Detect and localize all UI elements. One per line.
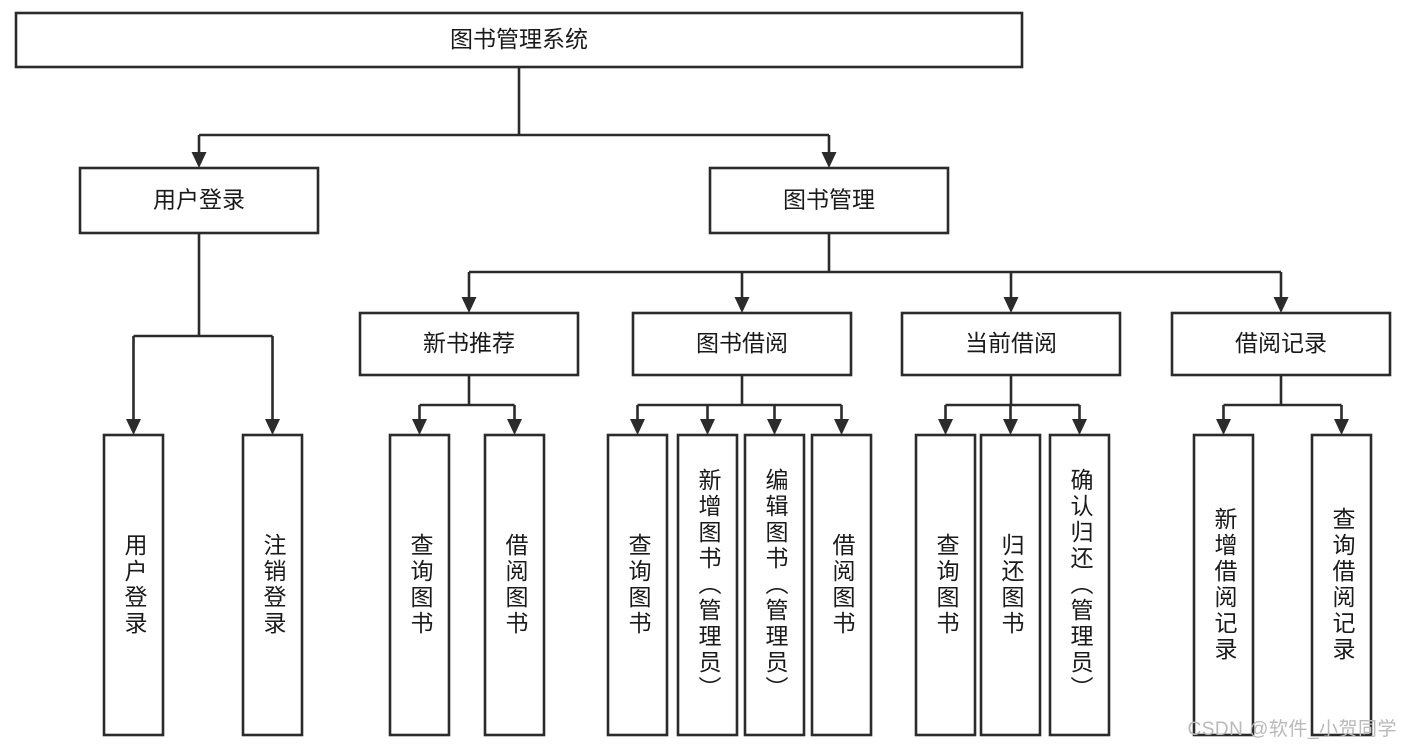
node-level2-4-label: 借阅记录 [1235,330,1327,356]
node-leaf-8[interactable] [810,433,873,737]
node-leaf-13[interactable] [1310,433,1373,737]
node-level1-1[interactable] [78,166,320,235]
node-level2-2-label: 图书借阅 [696,330,788,356]
arrow-head-icon [265,419,280,435]
node-leaf-3[interactable] [388,433,451,737]
arrow-head-icon [700,419,715,435]
arrow-head-icon [821,152,837,168]
node-level2-1[interactable] [358,311,580,377]
node-leaf-1[interactable] [102,433,165,737]
node-leaf-2[interactable] [241,433,304,737]
node-level2-1-label: 新书推荐 [423,330,515,356]
node-leaf-5[interactable] [606,433,669,737]
node-level2-4[interactable] [1170,311,1392,377]
arrow-head-icon [507,419,522,435]
node-root-system[interactable] [14,11,1024,69]
edges-layer [126,67,1349,435]
arrow-head-icon [734,297,750,313]
arrow-head-icon [461,297,477,313]
node-level2-3-label: 当前借阅 [965,330,1057,356]
arrow-head-icon [1072,419,1087,435]
arrow-head-icon [1334,419,1349,435]
node-root-system-label: 图书管理系统 [450,26,588,52]
arrow-head-icon [1216,419,1231,435]
arrow-head-icon [834,419,849,435]
arrow-head-icon [1003,297,1019,313]
node-leaf-4[interactable] [483,433,546,737]
node-level1-2-label: 图书管理 [783,187,875,213]
node-leaf-10[interactable] [979,433,1042,737]
arrow-head-icon [767,419,782,435]
node-leaf-6[interactable] [676,433,739,737]
node-leaf-7[interactable] [743,433,806,737]
arrow-head-icon [630,419,645,435]
node-level1-2[interactable] [708,166,950,235]
arrow-head-icon [126,419,141,435]
arrow-head-icon [191,152,207,168]
arrow-head-icon [938,419,953,435]
node-leaf-11[interactable] [1048,433,1111,737]
node-leaf-9[interactable] [914,433,977,737]
node-level2-3[interactable] [900,311,1122,377]
watermark: CSDN @软件_小贺同学 [1187,719,1397,740]
node-level2-2[interactable] [631,311,853,377]
node-leaf-12[interactable] [1192,433,1255,737]
arrow-head-icon [1003,419,1018,435]
arrow-head-icon [1273,297,1289,313]
arrow-head-icon [412,419,427,435]
node-level1-1-label: 用户登录 [153,187,245,213]
